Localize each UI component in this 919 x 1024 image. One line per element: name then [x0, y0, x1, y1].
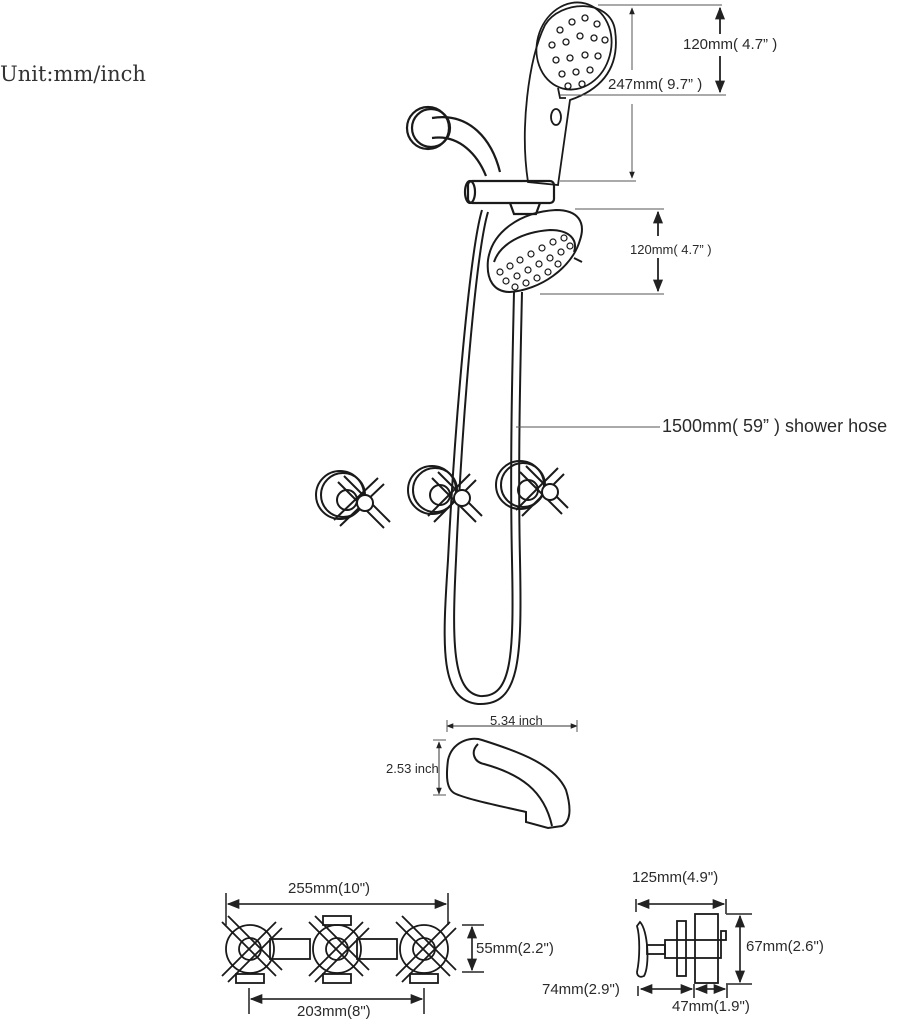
cross-handle-center-icon: [407, 465, 483, 523]
hand-shower-head-diameter-label: 120mm( 4.7” ): [683, 36, 778, 53]
hand-shower-icon: [524, 1, 617, 186]
hand-shower-length-label: 247mm( 9.7” ): [608, 76, 703, 93]
handle-side-height-label: 67mm(2.6"): [746, 938, 824, 955]
valve-body-depth-label: 47mm(1.9"): [672, 998, 750, 1015]
rain-shower-head-diameter-label: 120mm( 4.7” ): [630, 242, 712, 257]
tub-spout-height-label: 2.53 inch: [386, 761, 439, 776]
cross-handle-left-icon: [315, 470, 391, 529]
fixed-shower-head-icon: [486, 208, 583, 294]
cross-handle-right-icon: [495, 460, 569, 517]
three-handle-valve-front-view: [221, 893, 484, 1014]
handle-projection-label: 74mm(2.9"): [542, 981, 620, 998]
shower-hose-length-label: 1500mm( 59” ) shower hose: [662, 416, 888, 436]
valve-side-view: [635, 898, 752, 998]
shower-hose-icon: [443, 209, 523, 706]
valve-overall-width-label: 255mm(10"): [288, 880, 371, 897]
diverter-mount-bracket: [463, 179, 556, 216]
tub-spout-icon: [446, 737, 571, 830]
handle-side-depth-label: 125mm(4.9"): [632, 869, 719, 886]
unit-label: Unit:mm/inch: [0, 62, 146, 86]
valve-plate-height-label: 55mm(2.2"): [476, 940, 554, 957]
tub-spout-length-label: 5.34 inch: [490, 713, 543, 728]
valve-center-spacing-label: 203mm(8"): [297, 1003, 371, 1020]
dimension-lines: [433, 4, 726, 796]
wall-flange-shower-arm: [405, 105, 502, 177]
